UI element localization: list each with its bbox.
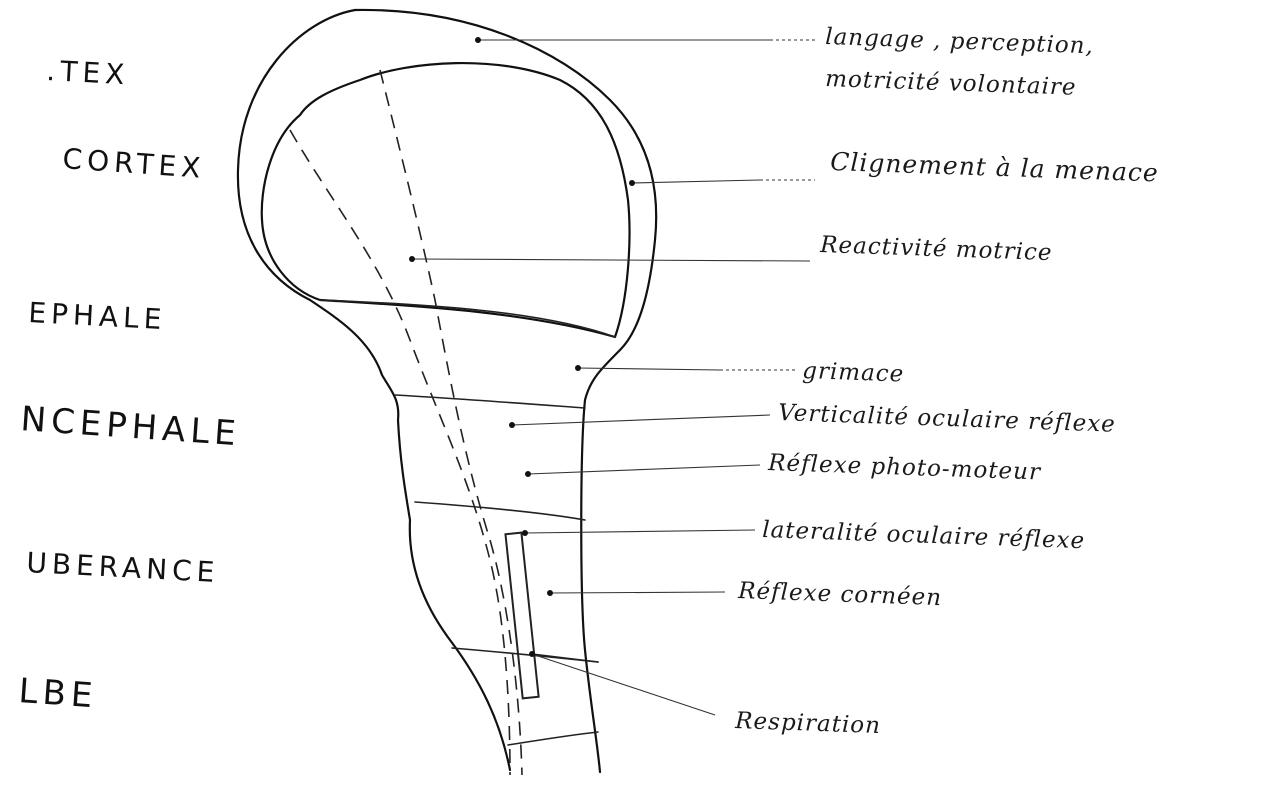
dot-langage [475, 37, 481, 43]
level-label-bulbe: LBE [17, 671, 98, 716]
dot-corneen [547, 590, 553, 596]
divider-mesencephale-top [395, 395, 585, 408]
leader-reactivite [412, 259, 810, 261]
dot-photomoteur [525, 471, 531, 477]
brain-outer-outline [238, 10, 510, 770]
level-label-diencephale: EPHALE [28, 296, 168, 336]
dot-clignement [629, 180, 635, 186]
function-label-respiration: Respiration [734, 708, 882, 739]
function-label-photomoteur: Réflexe photo-moteur [767, 450, 1043, 486]
leader-grimace [578, 368, 720, 370]
level-label-protuberance: UBERANCE [26, 546, 221, 589]
function-label-verticalite: Verticalité oculaire réflexe [778, 400, 1116, 438]
level-label-subcortex: CORTEX [62, 142, 207, 185]
leader-corneen [550, 592, 725, 593]
dashed-midline-right [380, 70, 522, 775]
respiration-tick [532, 654, 598, 662]
leader-lateralite [525, 530, 755, 533]
function-label-grimace: grimace [802, 358, 905, 388]
brain-inner-outline [262, 63, 630, 337]
leader-clignement [632, 180, 760, 183]
leader-verticalite [512, 415, 770, 425]
function-label-clignement: Clignement à la menace [830, 147, 1159, 187]
function-label-langage-line2: motricité volontaire [825, 66, 1077, 101]
dot-grimace [575, 365, 581, 371]
dot-reactivite [409, 256, 415, 262]
function-label-lateralite: lateralité oculaire réflexe [762, 517, 1086, 554]
dot-lateralite [522, 530, 528, 536]
divider-protuberance-top [415, 502, 585, 520]
function-labels: langage , perception, motricité volontai… [734, 24, 1159, 739]
function-label-reactivite: Reactivité motrice [819, 232, 1053, 266]
dot-verticalite [509, 422, 515, 428]
level-labels: .TEX CORTEX EPHALE NCEPHALE UBERANCE LBE [17, 54, 242, 716]
function-label-langage-line1: langage , perception, [825, 24, 1094, 59]
dot-respiration [529, 651, 535, 657]
respiration-structure [505, 533, 538, 699]
leader-photomoteur [528, 465, 760, 474]
leader-respiration [532, 654, 715, 715]
level-label-mesencephale: NCEPHALE [19, 399, 242, 454]
divider-diencephale [320, 300, 615, 337]
level-label-cortex: .TEX [46, 54, 131, 91]
function-label-corneen: Réflexe cornéen [737, 578, 943, 611]
divider-bottom [508, 732, 598, 745]
